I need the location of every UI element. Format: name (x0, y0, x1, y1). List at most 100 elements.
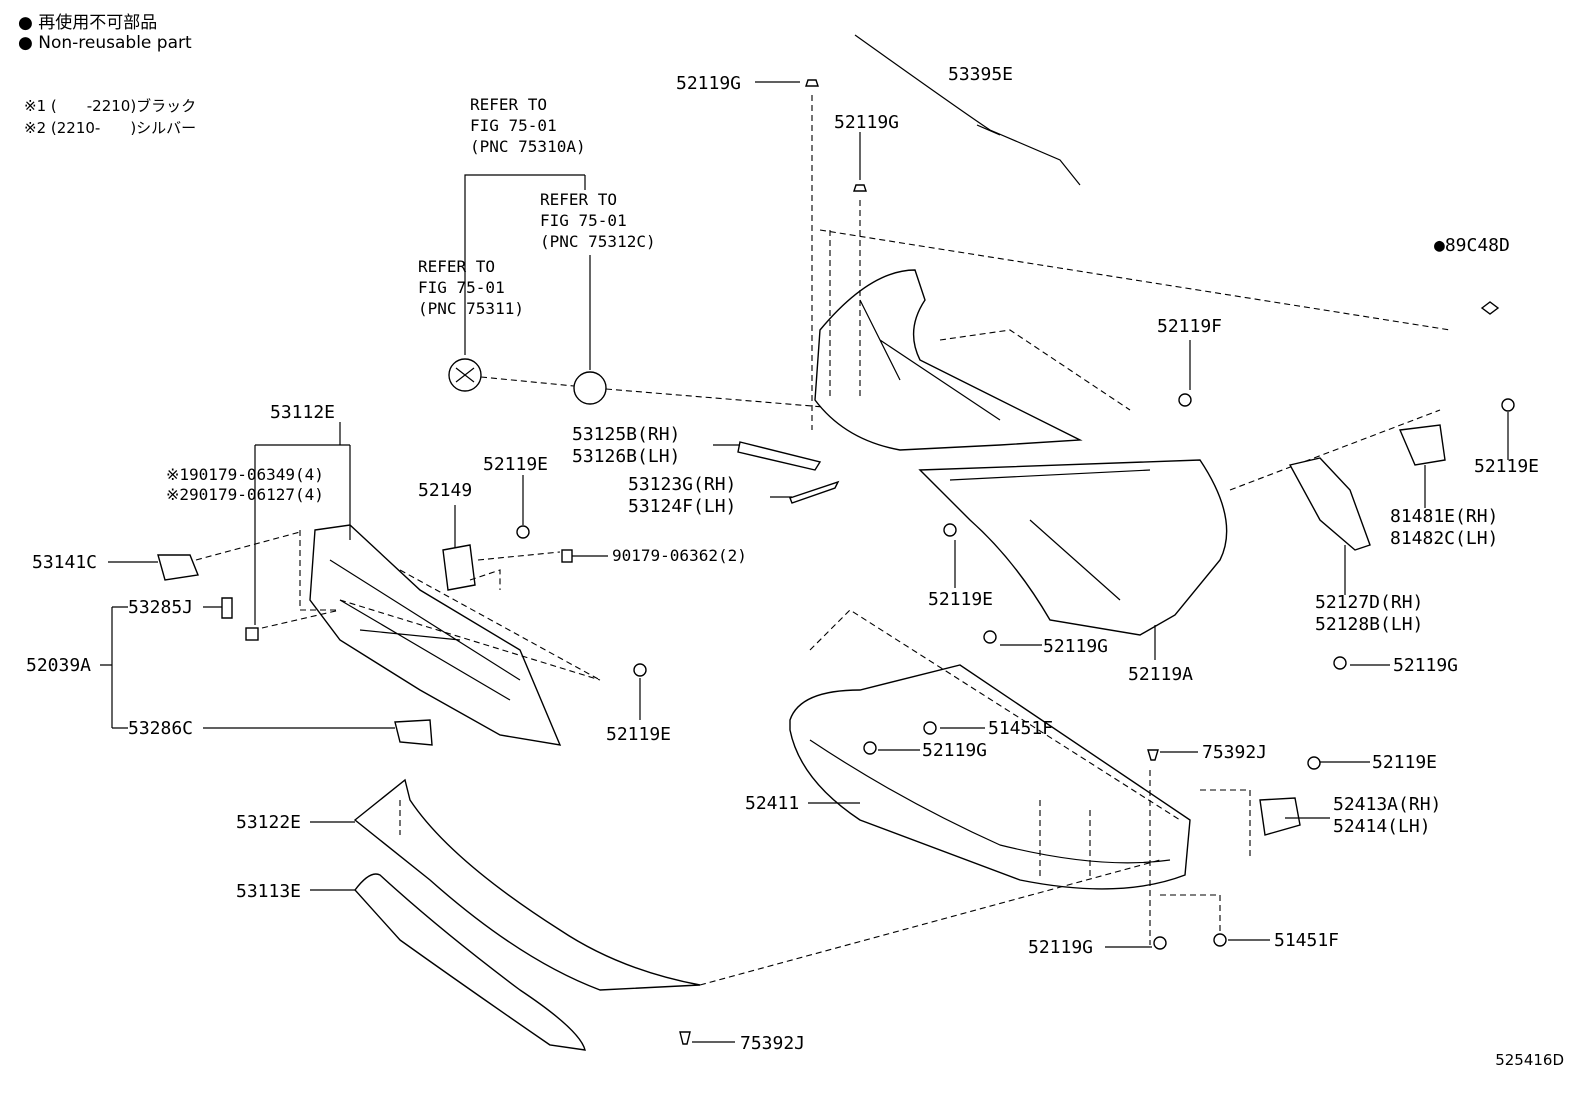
label-52128b: 52128B(LH) (1315, 614, 1423, 635)
bracket-part (394, 719, 433, 746)
dash-line (299, 530, 601, 681)
label-190179: ※190179-06349(4) (166, 465, 324, 484)
note-2: ※2 (2210- )シルバー (24, 119, 197, 137)
legend-en: ● Non-reusable part (18, 33, 192, 53)
ref-line: REFER TO (540, 190, 617, 209)
legend-text-en: Non-reusable part (38, 33, 192, 53)
label-81481e: 81481E(RH) (1390, 506, 1498, 527)
dash-line (809, 609, 1251, 945)
garnish-part (789, 480, 840, 504)
pin-part (679, 1031, 691, 1045)
ref-bracket (464, 174, 586, 355)
upper-grille-part (814, 269, 1083, 451)
grille-mesh (329, 559, 521, 701)
bolt-part (1307, 756, 1321, 770)
ref-line: (PNC 75310A) (470, 137, 586, 156)
label-52119e: 52119E (606, 724, 671, 745)
label-52119g: 52119G (1043, 636, 1108, 657)
label-52411: 52411 (745, 793, 799, 814)
label-52119e: 52119E (1474, 456, 1539, 477)
label-52413a: 52413A(RH) (1333, 794, 1441, 815)
clip-part (245, 627, 259, 641)
fog-bezel-part (1288, 457, 1371, 551)
label-52149: 52149 (418, 480, 472, 501)
label-53113e: 53113E (236, 881, 301, 902)
dash-line (195, 531, 561, 629)
label-51451f: 51451F (988, 718, 1053, 739)
clip-part (805, 79, 819, 87)
bumper-detail (859, 299, 1151, 601)
bolt-part (1178, 393, 1192, 407)
clip-part (1213, 933, 1227, 947)
legend-jp: ● 再使用不可部品 (18, 8, 157, 33)
bolt-part (1333, 656, 1347, 670)
leaders (100, 81, 1509, 1043)
legend-dot: ● (18, 13, 33, 33)
label-53395e: 53395E (948, 64, 1013, 85)
label-53125b: 53125B(RH) (572, 424, 680, 445)
bumper-side-part (918, 459, 1228, 636)
ref-line: REFER TO (470, 95, 547, 114)
label-90179: 90179-06362(2) (612, 546, 747, 565)
clip-part (1480, 301, 1500, 315)
dash-line (480, 376, 861, 411)
label-53286c: 53286C (128, 718, 193, 739)
label-81482c: 81482C(LH) (1390, 528, 1498, 549)
label-52119a: 52119A (1128, 664, 1193, 685)
ref-line: (PNC 75312C) (540, 232, 656, 251)
ref-75310a: REFER TO FIG 75-01 (PNC 75310A) (470, 95, 586, 156)
bolt-part (516, 525, 530, 539)
bolt-part (983, 630, 997, 644)
label-52119g: 52119G (834, 112, 899, 133)
label-52119e: 52119E (483, 454, 548, 475)
dash-line (399, 800, 1161, 986)
label-53122e: 53122E (236, 812, 301, 833)
label-52127d: 52127D(RH) (1315, 592, 1423, 613)
label-89c48d: ●89C48D (1434, 235, 1510, 256)
radiator-grille-part (309, 524, 562, 746)
label-52119g: 52119G (676, 73, 741, 94)
label-51451f: 51451F (1274, 930, 1339, 951)
ref-75311: REFER TO FIG 75-01 (PNC 75311) (418, 257, 524, 318)
dash-line (819, 229, 1451, 491)
bracket-part (1398, 424, 1446, 466)
clip-part (853, 184, 867, 192)
label-52119e: 52119E (928, 589, 993, 610)
lower-garnish-part (353, 778, 701, 991)
label-75392j: 75392J (740, 1033, 805, 1054)
camera-cover-part (573, 371, 607, 405)
legend-dot: ● (18, 33, 33, 53)
label-52119g: 52119G (1028, 937, 1093, 958)
label-52119e: 52119E (1372, 752, 1437, 773)
label-53112e: 53112E (270, 402, 335, 423)
cover-part (157, 554, 199, 581)
note-1: ※1 ( -2210)ブラック (24, 97, 197, 115)
bolt-part (863, 741, 877, 755)
pin-part (1147, 749, 1159, 761)
ref-line: FIG 75-01 (470, 116, 557, 135)
ref-line: (PNC 75311) (418, 299, 524, 318)
ref-line: FIG 75-01 (418, 278, 505, 297)
bolt-part (1153, 936, 1167, 950)
ref-line: FIG 75-01 (540, 211, 627, 230)
label-52039a: 52039A (26, 655, 91, 676)
bolt-part (1501, 398, 1515, 412)
clip-part (923, 721, 937, 735)
label-53141c: 53141C (32, 552, 97, 573)
label-53126b: 53126B(LH) (572, 446, 680, 467)
bracket-part (221, 597, 233, 619)
bracket-part (442, 544, 476, 591)
dash-line (811, 95, 861, 430)
nut-part (561, 549, 573, 563)
emblem-mark (455, 367, 475, 383)
bolt-part (633, 663, 647, 677)
label-53123g: 53123G(RH) (628, 474, 736, 495)
ref-75312c: REFER TO FIG 75-01 (PNC 75312C) (540, 190, 656, 251)
label-75392j: 75392J (1202, 742, 1267, 763)
legend-text-jp: 再使用不可部品 (38, 13, 158, 33)
lower-grille-part (354, 873, 586, 1051)
label-52414: 52414(LH) (1333, 816, 1431, 837)
label-53285j: 53285J (128, 597, 193, 618)
garnish-part (737, 441, 822, 471)
